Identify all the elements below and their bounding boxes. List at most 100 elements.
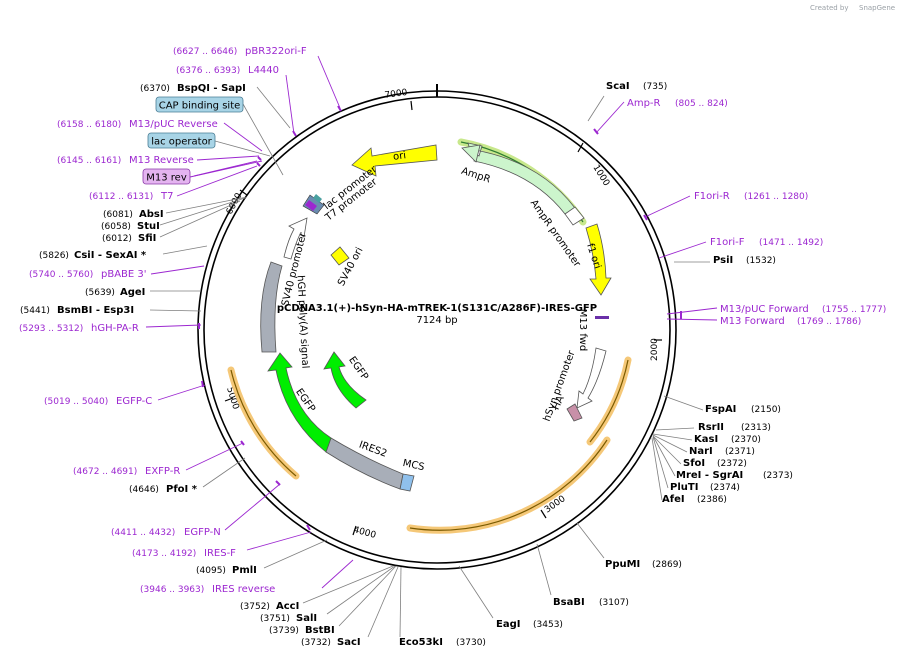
tick-1000: 1000: [590, 163, 611, 188]
feature-f1-ori: [585, 223, 612, 296]
site-absi-pos: (6081): [103, 210, 133, 220]
site-sfoi-pos: (2372): [717, 459, 747, 469]
primer-f1ori-f-name: F1ori-F: [710, 237, 745, 248]
site-sfii-pos: (6012): [102, 234, 132, 244]
primer-m13-puc-reverse-name: M13/pUC Reverse: [129, 119, 218, 130]
cap-leader: [242, 103, 284, 176]
feature-ha: [566, 403, 583, 422]
primer-m13-puc-forward-name: M13/pUC Forward: [720, 304, 809, 315]
scale-ticks: [224, 100, 662, 536]
feature-mcs-label: MCS: [402, 458, 426, 473]
primer-ires-f-pos: (4173 .. 4192): [132, 549, 196, 559]
feature-lac-cluster: [302, 194, 325, 215]
site-bsabi-pos: (3107): [599, 598, 629, 608]
primer-ires-f-name: IRES-F: [204, 548, 236, 559]
m13-rev-box: [142, 168, 191, 185]
primer-pbr322ori-f-pos: (6627 .. 6646): [173, 47, 237, 57]
cap-binding-site-label: CAP binding site: [159, 101, 241, 112]
tick-2000: 2000: [650, 338, 660, 361]
site-kasi-pos: (2370): [731, 435, 761, 445]
site-pluti-name: PluTI: [670, 482, 698, 493]
site-csii-sexai-name: CsiI - SexAI *: [74, 250, 147, 261]
site-ppumi-name: PpuMI: [605, 559, 640, 570]
primer-ires-reverse-pos: (3946 .. 3963): [140, 585, 204, 595]
site-bsmbi-esp3i-pos: (5441): [20, 306, 50, 316]
primer-m13-puc-forward-pos: (1755 .. 1777): [822, 305, 886, 315]
lac-operator-box: [147, 132, 216, 149]
feature-m13-fwd-mark: [595, 316, 609, 319]
feature-ampr-label: AmpR: [460, 166, 492, 186]
site-eco53ki-name: Eco53kI: [399, 637, 443, 648]
site-pfoi-name: PfoI *: [166, 484, 198, 495]
mtrek-orf-line-1: [589, 359, 629, 443]
site-scai-pos: (735): [643, 82, 667, 92]
site-nari-name: NarI: [689, 446, 713, 457]
primer-m13-puc-reverse-pos: (6158 .. 6180): [57, 120, 121, 130]
site-pmli-pos: (4095): [196, 566, 226, 576]
feature-hgh-polya: [260, 261, 283, 353]
site-bstbi-name: BstBI: [305, 625, 335, 636]
primer-egfp-c-name: EGFP-C: [116, 396, 152, 407]
m13-rev-label: M13 rev: [146, 173, 187, 184]
primer-amp-r-name: Amp-R: [627, 98, 661, 109]
map-title: pCDNA3.1(+)-hSyn-HA-mTREK-1(S131C/A286F)…: [277, 303, 597, 314]
credit-prefix: Created by: [810, 4, 849, 12]
primer-ticks: [198, 105, 682, 531]
primer-pbabe3-name: pBABE 3': [101, 269, 147, 280]
site-acci-name: AccI: [276, 601, 299, 612]
site-mrei-sgrai-pos: (2373): [763, 471, 793, 481]
primer-hgh-pa-r-pos: (5293 .. 5312): [19, 324, 83, 334]
site-stui-pos: (6058): [101, 222, 131, 232]
site-acci-pos: (3752): [240, 602, 270, 612]
site-saci-name: SacI: [337, 637, 361, 648]
primer-leaders: [145, 55, 718, 589]
feature-hgh-polya-label: hGH poly(A) signal: [295, 275, 311, 369]
site-fspai-pos: (2150): [751, 405, 781, 415]
primer-egfp-c-pos: (5019 .. 5040): [44, 397, 108, 407]
site-saci-pos: (3732): [301, 638, 331, 648]
primer-m13-forward-name: M13 Forward: [720, 316, 785, 327]
site-csii-sexai-pos: (5826): [39, 251, 69, 261]
site-sfoi-name: SfoI: [683, 458, 705, 469]
site-sfii-name: SfiI: [138, 233, 156, 244]
cap-binding-site-box: [155, 96, 244, 113]
lac-operator-label: lac operator: [151, 137, 212, 148]
map-length: 7124 bp: [416, 315, 457, 326]
site-leaders: [149, 86, 710, 638]
primer-l4440-pos: (6376 .. 6393): [176, 66, 240, 76]
site-stui-name: StuI: [137, 221, 160, 232]
feature-egfp-outer: [267, 352, 332, 453]
site-sali-name: SalI: [296, 613, 317, 624]
feature-hsyn-promoter: [576, 347, 607, 409]
site-psii-pos: (1532): [746, 256, 776, 266]
primer-m13-reverse-name: M13 Reverse: [129, 155, 194, 166]
primer-hgh-pa-r-name: hGH-PA-R: [91, 323, 139, 334]
feature-ampr-head: [461, 144, 481, 163]
tick-4000: 4000: [352, 525, 377, 541]
feature-ori-label: ori: [392, 150, 406, 163]
primer-l4440-name: L4440: [248, 65, 279, 76]
site-bspqi-sapi-name: BspQI - SapI: [177, 83, 246, 94]
m13-rev-leader: [189, 160, 263, 178]
site-eagi-name: EagI: [496, 619, 520, 630]
site-nari-pos: (2371): [725, 447, 755, 457]
site-psii-name: PsiI: [713, 255, 733, 266]
site-bsabi-name: BsaBI: [553, 597, 585, 608]
site-fspai-name: FspAI: [705, 404, 736, 415]
site-pluti-pos: (2374): [710, 483, 740, 493]
primer-f1ori-f-pos: (1471 .. 1492): [759, 238, 823, 248]
site-bstbi-pos: (3739): [269, 626, 299, 636]
primer-pbabe3-pos: (5740 .. 5760): [29, 270, 93, 280]
site-scai-name: ScaI: [606, 81, 630, 92]
lac-operator-leader: [214, 140, 271, 157]
primer-f1ori-r-pos: (1261 .. 1280): [744, 192, 808, 202]
site-pfoi-pos: (4646): [129, 485, 159, 495]
primer-f1ori-r-name: F1ori-R: [694, 191, 730, 202]
feature-sv40-ori: [330, 246, 350, 266]
site-ppumi-pos: (2869): [652, 560, 682, 570]
site-bsmbi-esp3i-name: BsmBI - Esp3I: [57, 305, 134, 316]
feature-egfp-inner: [323, 351, 367, 409]
site-afei-name: AfeI: [662, 494, 685, 505]
